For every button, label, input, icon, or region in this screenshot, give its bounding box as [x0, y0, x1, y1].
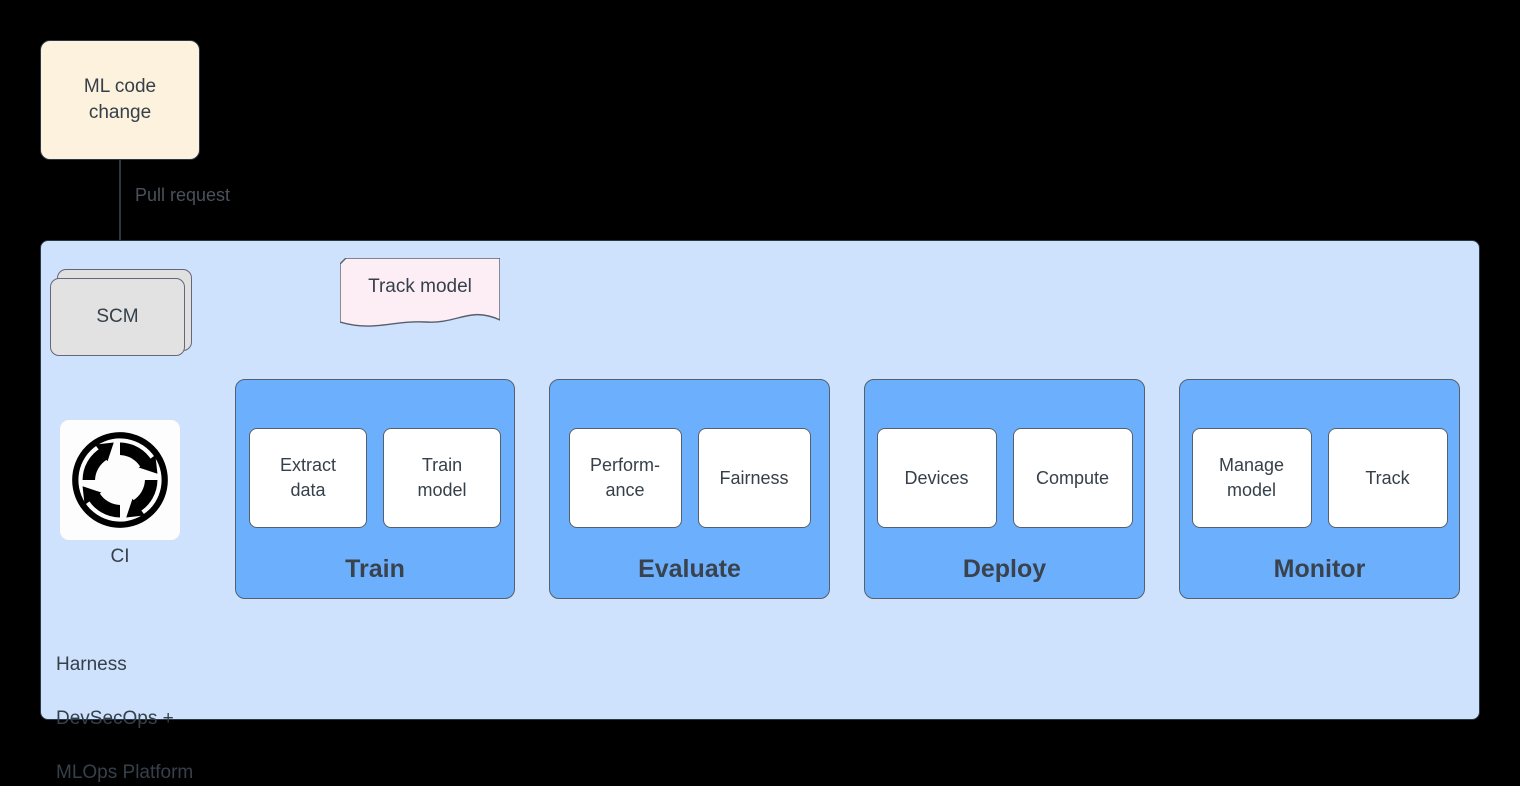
task-train-model[interactable]: Train model [383, 428, 501, 528]
note-wave-shape-icon [340, 258, 500, 327]
stage-evaluate-title: Evaluate [638, 555, 741, 583]
platform-caption-line2: DevSecOps + [56, 708, 174, 729]
track-model-note[interactable]: Track model [340, 258, 500, 334]
stage-train-title: Train [345, 555, 405, 583]
task-devices[interactable]: Devices [876, 428, 997, 528]
task-track[interactable]: Track [1327, 428, 1448, 528]
track-model-note-label: Track model [368, 276, 472, 297]
task-performance-line1: Perform- [589, 455, 660, 475]
stage-monitor-title: Monitor [1273, 555, 1366, 583]
ml-code-change-label: ML code change [84, 74, 156, 126]
task-extract-data-line1: Extract [279, 455, 336, 475]
ml-code-change-line1: ML code [83, 76, 157, 97]
scm-label: SCM [96, 306, 139, 327]
task-performance-line2: ance [605, 480, 645, 500]
task-fairness[interactable]: Fairness [697, 428, 811, 528]
task-performance[interactable]: Perform- ance [568, 428, 682, 528]
pull-request-edge-label: Pull request [135, 185, 231, 205]
stage-train-tasks: Extract data Train model [236, 428, 514, 528]
stage-train[interactable]: Extract data Train model Train [235, 379, 515, 599]
task-extract-data-line2: data [290, 480, 326, 500]
stage-evaluate[interactable]: Perform- ance Fairness Evaluate [549, 379, 830, 599]
task-track-line1: Track [1365, 467, 1410, 488]
task-devices-line1: Devices [904, 467, 969, 488]
task-extract-data[interactable]: Extract data [249, 428, 367, 528]
task-compute-line1: Compute [1035, 467, 1110, 488]
task-manage-model-line2: model [1226, 480, 1277, 500]
ci-cycle-arrows-icon [72, 432, 168, 528]
task-train-model-line2: model [417, 480, 467, 500]
task-manage-model-line1: Manage [1218, 455, 1285, 475]
task-fairness-line1: Fairness [719, 467, 789, 488]
task-manage-model[interactable]: Manage model [1191, 428, 1312, 528]
stage-monitor[interactable]: Manage model Track Monitor [1179, 379, 1460, 599]
scm-node[interactable]: SCM [50, 278, 185, 356]
platform-caption-line3: MLOps Platform [56, 762, 194, 783]
stage-deploy-tasks: Devices Compute [865, 428, 1144, 528]
ml-code-change-line2: change [88, 102, 152, 123]
ci-node[interactable] [60, 420, 180, 540]
stage-deploy[interactable]: Devices Compute Deploy [864, 379, 1145, 599]
platform-caption-line1: Harness [56, 654, 127, 675]
stage-monitor-tasks: Manage model Track [1180, 428, 1459, 528]
stage-deploy-title: Deploy [962, 555, 1047, 583]
platform-caption: Harness DevSecOps + MLOps Platform [56, 624, 193, 786]
task-compute[interactable]: Compute [1012, 428, 1133, 528]
task-train-model-line1: Train [421, 455, 463, 475]
ml-code-change-node[interactable]: ML code change [40, 40, 200, 160]
stage-evaluate-tasks: Perform- ance Fairness [550, 428, 829, 528]
diagram-canvas: ML code change Pull request SCM [40, 40, 1480, 783]
ci-node-label: CI [110, 546, 130, 567]
